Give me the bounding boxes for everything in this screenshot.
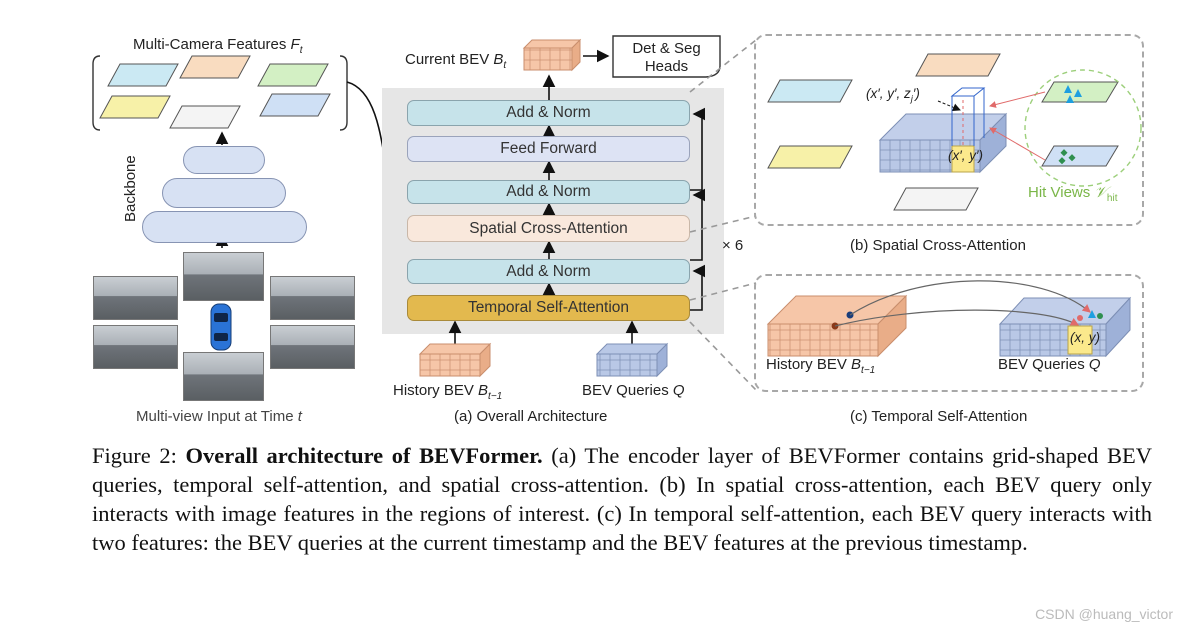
camera-image-front-left: [93, 276, 178, 320]
camera-image-back-right: [270, 325, 355, 369]
backbone-layer-2: [162, 178, 286, 208]
features-label: Multi-Camera Features Ft: [133, 36, 303, 56]
feed-forward: Feed Forward: [407, 136, 690, 162]
panel-b-xy-label: (x′, y′): [948, 148, 984, 163]
camera-image-back: [183, 352, 264, 401]
ego-car-icon: [210, 303, 232, 351]
add-norm-mid: Add & Norm: [407, 180, 690, 204]
panel-c-queries-label: BEV Queries Q: [998, 356, 1101, 373]
heads-box: [612, 35, 721, 78]
camera-feature-planes: [99, 55, 331, 129]
hit-views-text: Hit Views: [1028, 184, 1095, 201]
encoder-flow-arrows: [448, 74, 706, 345]
panel-c-xy-label: (x, y): [1070, 330, 1100, 345]
caption-prefix: Figure 2:: [92, 443, 186, 468]
bev-queries-text: BEV Queries: [582, 382, 673, 399]
spatial-cross-attention: Spatial Cross-Attention: [407, 215, 690, 242]
history-bev-cube: [418, 342, 492, 378]
features-sub: t: [299, 45, 303, 56]
temporal-self-attention: Temporal Self-Attention: [407, 295, 690, 321]
architecture-diagram: [92, 35, 1142, 391]
history-bev-var: B: [478, 382, 489, 399]
zoom-connectors: [689, 39, 757, 391]
panel-b-caption: (b) Spatial Cross-Attention: [850, 237, 1026, 254]
panel-c-queries-grid: [998, 296, 1132, 358]
camera-image-back-left: [93, 325, 178, 369]
figure-caption: Figure 2: Overall architecture of BEVFor…: [92, 441, 1152, 557]
panel-c-history-sub: t−1: [861, 365, 876, 376]
heads-line-1: Det & Seg: [632, 40, 701, 57]
current-bev-cube: [522, 38, 582, 72]
panel-c-caption: (c) Temporal Self-Attention: [850, 408, 1028, 425]
heads-line-2: Heads: [644, 58, 689, 75]
backbone-label: Backbone: [122, 155, 139, 222]
hit-views-sub: hit: [1106, 193, 1118, 204]
input-label-text: Multi-view Input at Time: [136, 408, 298, 425]
panel-c-history-label: History BEV Bt−1: [766, 356, 875, 376]
features-label-text: Multi-Camera Features: [133, 36, 291, 53]
camera-image-front-right: [270, 276, 355, 320]
panel-b-point-label: (x′, y′, zj′): [866, 86, 920, 104]
panel-c-queries-var: Q: [1088, 356, 1101, 373]
panel-c-frame: [754, 274, 1144, 392]
point-label-sub: j: [910, 93, 913, 104]
panel-b-frame: [754, 34, 1144, 226]
hit-views-var: 𝒱: [1094, 184, 1107, 201]
input-label: Multi-view Input at Time t: [136, 408, 302, 425]
caption-body: (a) The encoder layer of BEVFormer conta…: [92, 443, 1153, 555]
point-label-tail: ′): [912, 86, 920, 101]
panel-c-history-text: History BEV: [766, 356, 852, 373]
current-bev-sub: t: [503, 60, 507, 71]
add-norm-low: Add & Norm: [407, 259, 690, 284]
watermark: CSDN @huang_victor: [1035, 606, 1173, 622]
input-var: t: [297, 408, 302, 425]
hit-views-circle: [1024, 69, 1142, 187]
history-bev-text: History BEV: [393, 382, 479, 399]
panel-b-bev-grid: [878, 87, 1046, 174]
panel-c-history-var: B: [851, 356, 862, 373]
hit-views-label: Hit Views 𝒱hit: [1028, 184, 1117, 204]
bev-queries-cube: [595, 342, 669, 378]
bev-queries-var: Q: [672, 382, 685, 399]
backbone-layer-1: [183, 146, 265, 174]
repeat-label: × 6: [722, 237, 744, 254]
point-label-text: (x′, y′, z: [866, 86, 911, 101]
backbone-layer-3: [142, 211, 307, 243]
current-bev-var: B: [493, 51, 504, 68]
current-bev-text: Current BEV: [405, 51, 494, 68]
bev-queries-label: BEV Queries Q: [582, 382, 685, 399]
history-bev-label: History BEV Bt−1: [393, 382, 502, 402]
panel-c-attention-arcs: [834, 280, 1091, 327]
features-var: F: [290, 36, 300, 53]
overall-architecture-caption: (a) Overall Architecture: [454, 408, 608, 425]
add-norm-top: Add & Norm: [407, 100, 690, 126]
features-bracket: [92, 55, 348, 131]
heads-label: Det & Seg Heads: [613, 40, 720, 76]
history-bev-sub: t−1: [488, 391, 503, 402]
caption-title: Overall architecture of BEVFormer.: [185, 443, 543, 468]
panel-b-planes: [767, 53, 1119, 211]
current-bev-label: Current BEV Bt: [405, 51, 506, 71]
panel-c-queries-text: BEV Queries: [998, 356, 1089, 373]
camera-image-front: [183, 252, 264, 301]
